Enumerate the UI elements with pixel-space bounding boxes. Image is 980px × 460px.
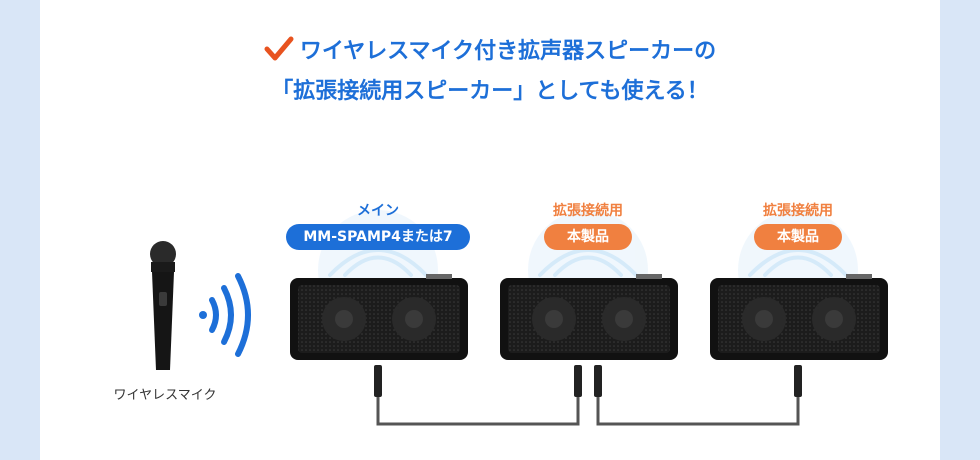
speaker-icon-ext-1 — [500, 274, 678, 360]
audio-cable-icon — [378, 395, 798, 424]
speaker-icon-ext-2 — [710, 274, 888, 360]
speaker-icon-main — [290, 274, 468, 360]
